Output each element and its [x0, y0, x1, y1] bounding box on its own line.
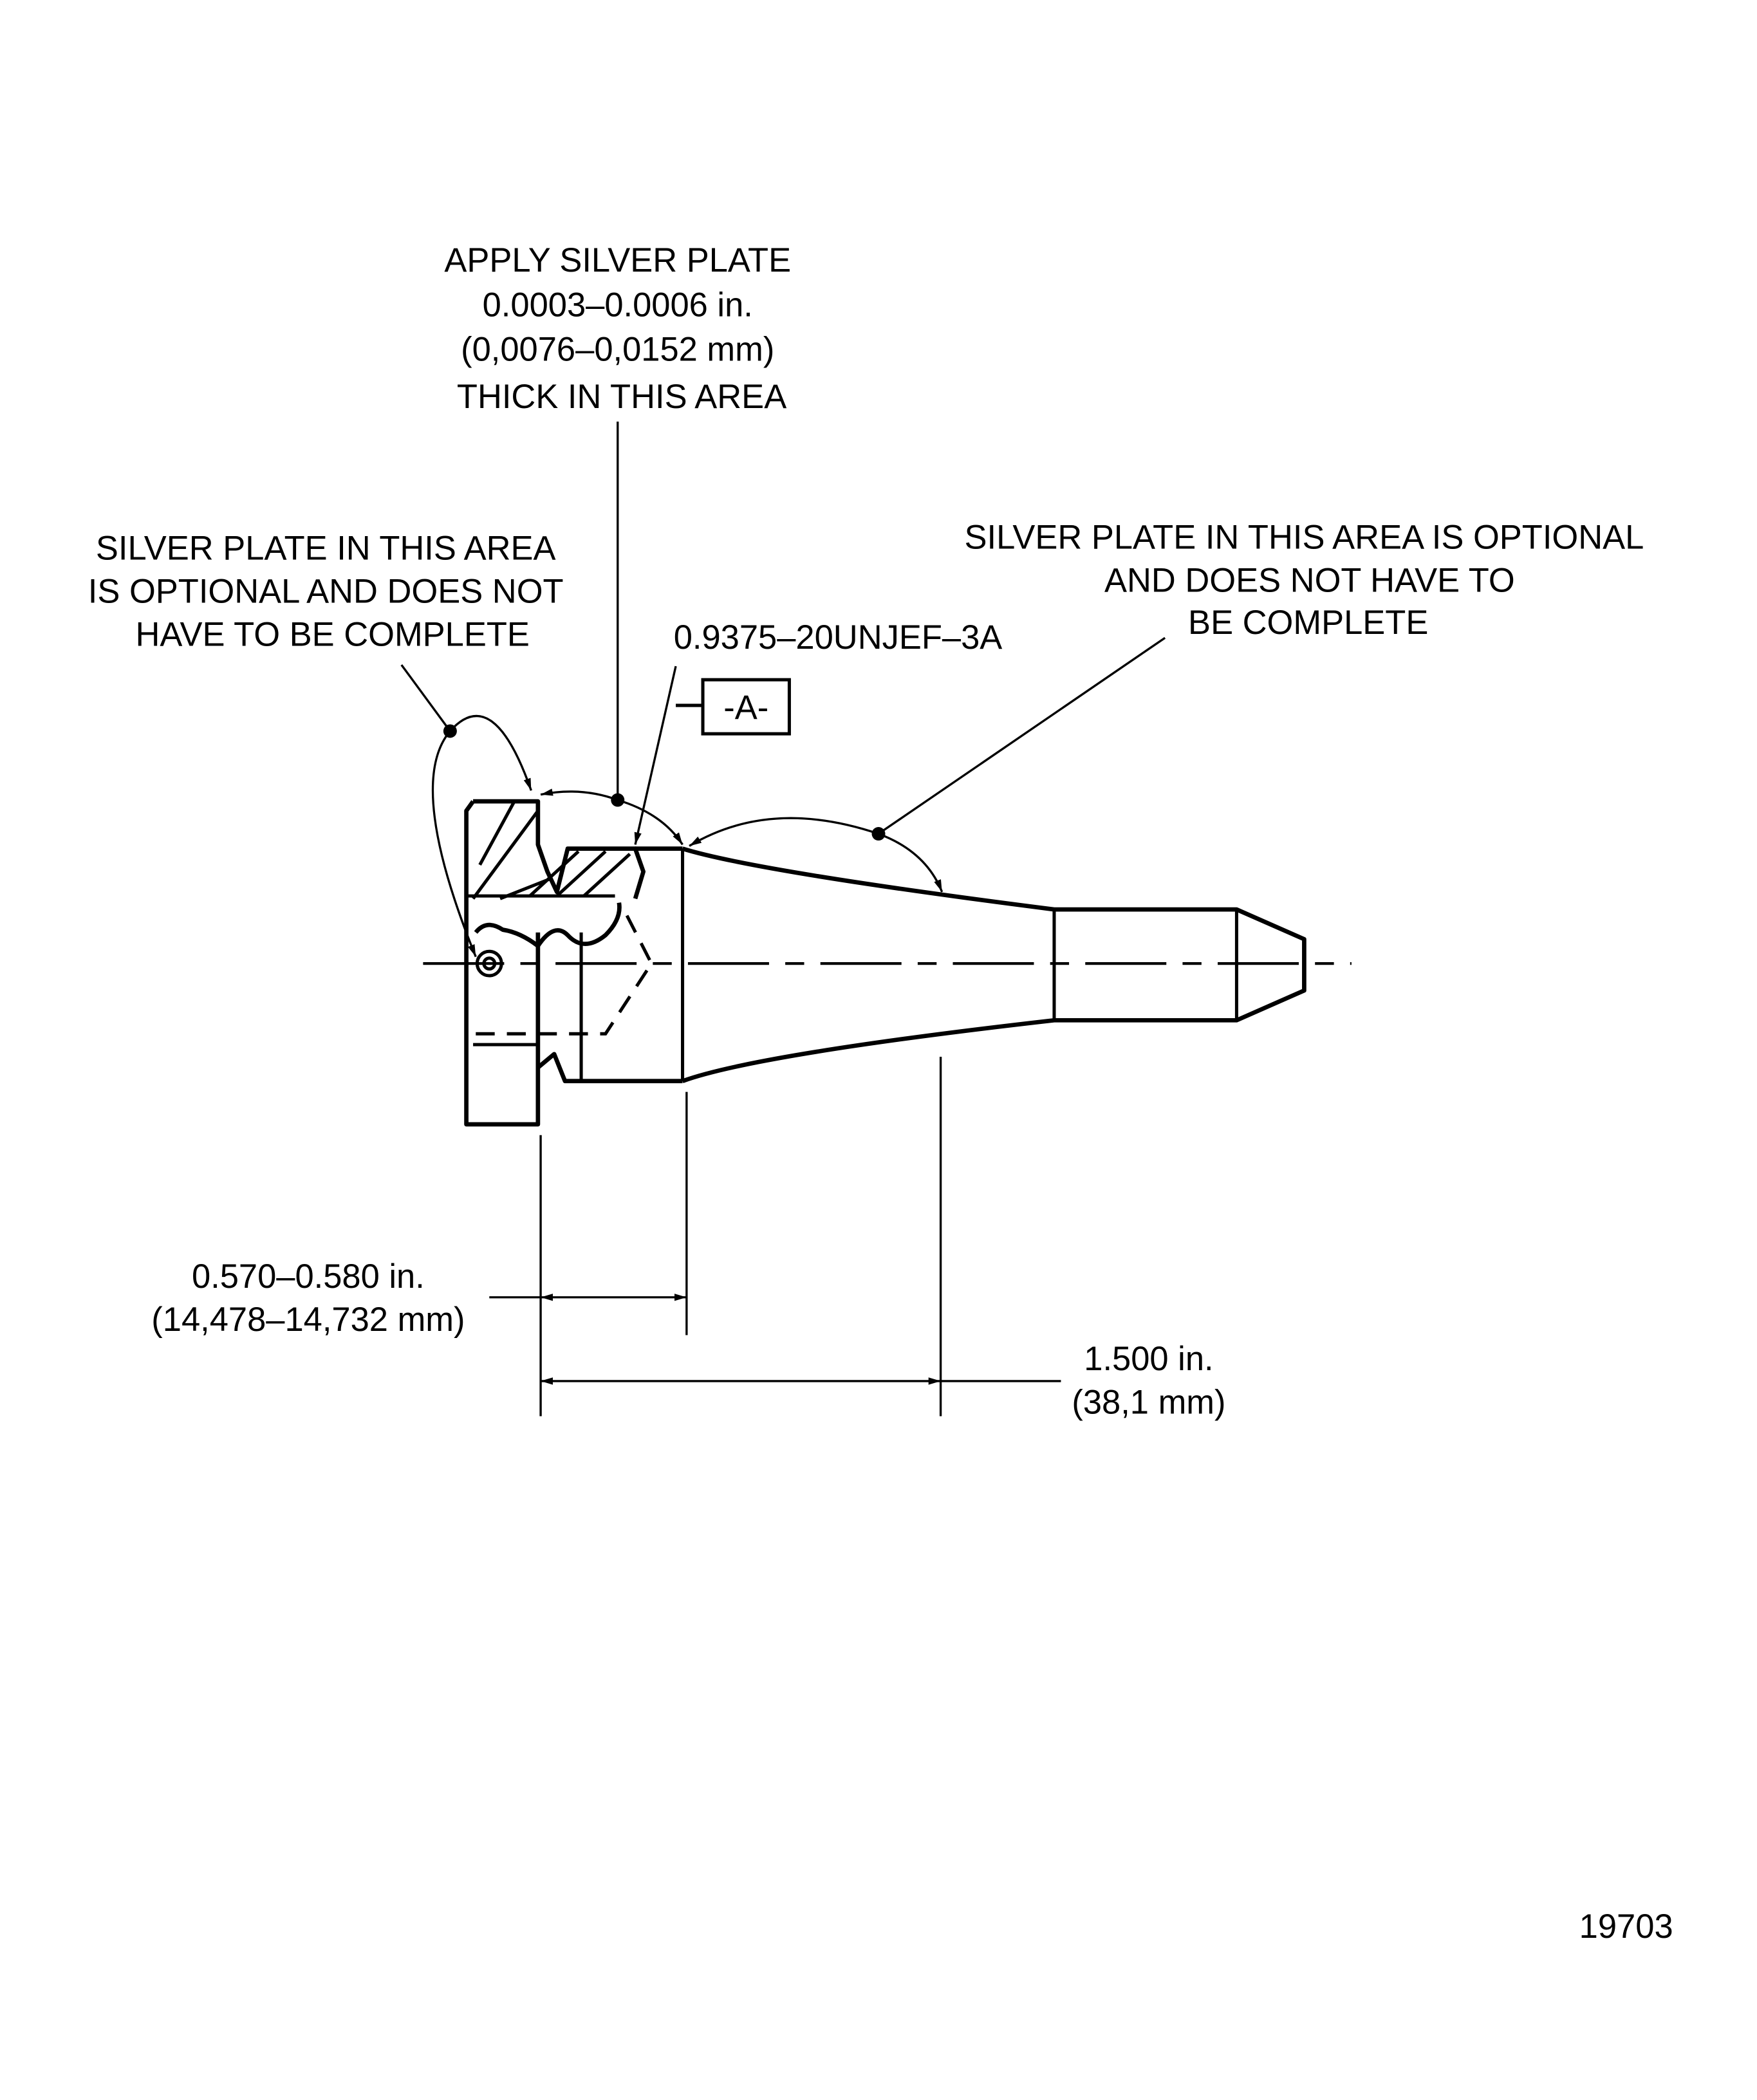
note-line: THICK IN THIS AREA — [457, 378, 786, 416]
note-line: APPLY SILVER PLATE — [444, 241, 791, 279]
top-note: APPLY SILVER PLATE 0.0003–0.0006 in. (0,… — [444, 241, 791, 416]
dimension-label: (14,478–14,732 mm) — [151, 1301, 465, 1339]
note-line: IS OPTIONAL AND DOES NOT — [88, 572, 564, 610]
dimensions: 0.570–0.580 in. (14,478–14,732 mm) 1.500… — [151, 1056, 1226, 1421]
datum-a-box: -A- — [676, 678, 791, 736]
note-line: BE COMPLETE — [1188, 604, 1428, 642]
lockwire-hole-icon — [475, 949, 503, 978]
left-note: SILVER PLATE IN THIS AREA IS OPTIONAL AN… — [88, 529, 564, 653]
note-line: SILVER PLATE IN THIS AREA IS OPTIONAL — [964, 518, 1644, 556]
thread-spec: 0.9375–20UNJEF–3A — [674, 618, 1003, 656]
dimension-label: (38,1 mm) — [1072, 1383, 1225, 1421]
leaders — [400, 422, 1166, 958]
note-line: SILVER PLATE IN THIS AREA — [96, 529, 556, 567]
note-line: (0,0076–0,0152 mm) — [461, 331, 774, 369]
datum-label: -A- — [723, 689, 768, 727]
note-line: HAVE TO BE COMPLETE — [135, 616, 530, 654]
part-outline — [464, 799, 1306, 1127]
dimension-label: 1.500 in. — [1084, 1340, 1213, 1378]
note-line: AND DOES NOT HAVE TO — [1104, 562, 1515, 600]
section-hatch — [466, 802, 631, 900]
note-line: 0.0003–0.0006 in. — [483, 286, 753, 324]
right-note: SILVER PLATE IN THIS AREA IS OPTIONAL AN… — [964, 518, 1644, 641]
figure-number: 19703 — [1579, 1908, 1673, 1946]
dimension-label: 0.570–0.580 in. — [192, 1258, 425, 1296]
